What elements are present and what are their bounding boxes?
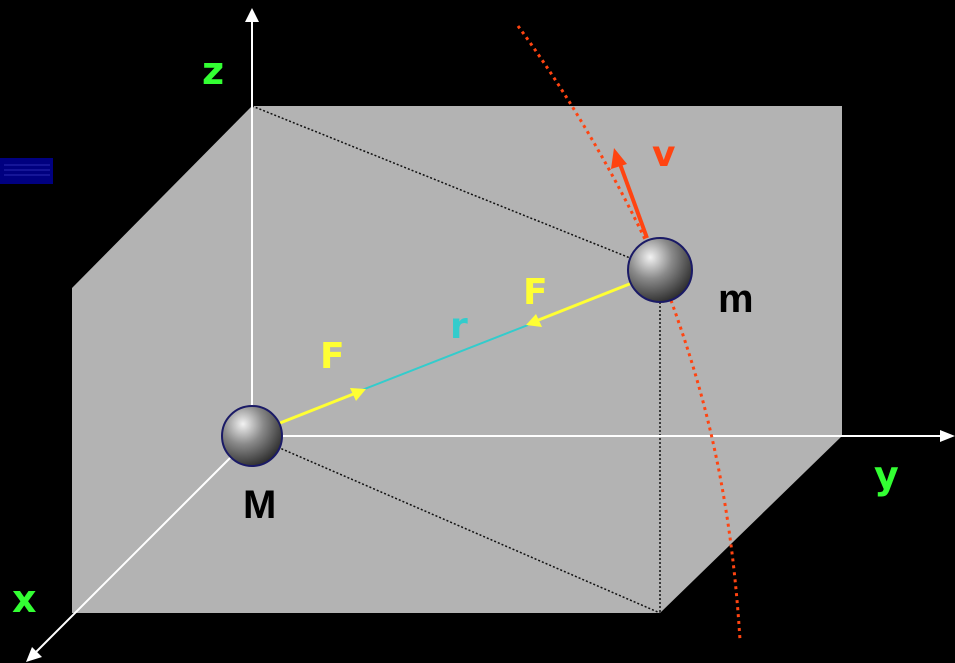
force-on-M-label: F: [320, 336, 345, 377]
y-axis-arrowhead: [940, 430, 955, 442]
velocity-label: v: [652, 134, 675, 175]
axes: [26, 8, 955, 662]
orbit-path: [516, 25, 742, 641]
projection-lines: [251, 105, 661, 614]
edge-box-pattern: [4, 164, 50, 176]
r-vector-label: r: [450, 306, 468, 347]
force-on-m-label: F: [523, 272, 548, 313]
x-axis: [35, 435, 253, 653]
z-axis-label: z: [202, 49, 224, 93]
x-axis-label: x: [12, 577, 37, 621]
force-on-M-arrow: [279, 391, 357, 425]
mass-m-sphere: [627, 237, 693, 303]
mass-m-label: m: [718, 277, 754, 321]
force-on-M-arrowhead: [350, 388, 366, 401]
plane-box: [72, 106, 842, 613]
velocity-arrow: [618, 163, 649, 239]
mass-M-label: M: [243, 483, 276, 527]
force-on-m-arrowhead: [526, 314, 542, 327]
y-axis-label: y: [874, 453, 899, 497]
velocity-arrowhead: [611, 148, 627, 169]
x-axis-arrowhead: [26, 647, 42, 662]
force-on-m-arrow: [535, 281, 633, 323]
z-axis-arrowhead: [245, 8, 259, 22]
mass-M-sphere: [221, 405, 283, 467]
edge-box: [0, 158, 53, 184]
r-vector: [361, 324, 529, 391]
